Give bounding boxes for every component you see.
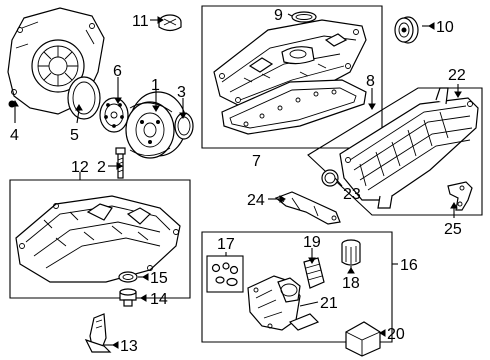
- manifold-bracket: [447, 181, 473, 211]
- callout-5: 5: [70, 127, 79, 144]
- drain-plug: [119, 288, 137, 307]
- callout-14: 14: [150, 291, 168, 308]
- drain-plug-gasket: [118, 271, 138, 283]
- valve-cover: [213, 19, 367, 109]
- callout-20: 20: [387, 326, 405, 343]
- leader-23: [334, 177, 343, 187]
- oil-filter-housing-gasket: [288, 313, 320, 331]
- manifold-support-bracket: [274, 191, 341, 225]
- callout-1: 1: [151, 77, 160, 94]
- leader-5: [76, 109, 80, 124]
- callout-10: 10: [436, 19, 454, 36]
- callout-15: 15: [150, 270, 168, 287]
- leader-arrowheads: [11, 16, 462, 349]
- callout-12: 12: [71, 159, 89, 176]
- leader-21: [299, 301, 319, 307]
- oil-level-sensor: [84, 313, 112, 353]
- intake-manifold-group-box: [307, 87, 483, 216]
- oil-filler-cap: [158, 14, 182, 32]
- callout-11: 11: [132, 13, 149, 30]
- callout-16: 16: [400, 257, 418, 274]
- callout-24: 24: [247, 192, 265, 209]
- oil-pan: [15, 195, 181, 283]
- idler-pulley: [394, 16, 419, 44]
- callout-9: 9: [274, 7, 283, 24]
- throttle-body-seal: [321, 169, 339, 187]
- callout-22: 22: [448, 67, 466, 84]
- timing-gear: [99, 97, 129, 133]
- callout-19: 19: [303, 234, 321, 251]
- callout-25: 25: [444, 221, 462, 238]
- callout-18: 18: [342, 275, 360, 292]
- callout-21: 21: [320, 295, 338, 312]
- callout-labels: 1 2 3 4 5 6 7 8 9 10 11 12 13 14 15 16 1…: [10, 7, 466, 355]
- oil-cooler-cartridge: [345, 321, 381, 357]
- callout-13: 13: [120, 338, 138, 355]
- callout-6: 6: [113, 63, 122, 80]
- valve-cover-gasket: [221, 79, 367, 135]
- front-crankshaft-seal: [67, 76, 101, 120]
- callout-3: 3: [177, 84, 186, 101]
- callout-23: 23: [343, 186, 361, 203]
- oil-pan-group-box: [9, 179, 191, 299]
- gasket-kit-box: [206, 255, 244, 293]
- callout-17: 17: [217, 236, 235, 253]
- callout-8: 8: [366, 73, 375, 90]
- oil-filter-group-box: [201, 231, 393, 343]
- spark-plug-tube-seal: [291, 11, 317, 23]
- crankshaft-pulley: [125, 91, 187, 159]
- oil-filter-element: [303, 257, 325, 289]
- intake-manifold: [339, 87, 479, 209]
- leader-9: [287, 13, 293, 17]
- callout-7: 7: [252, 153, 261, 170]
- gasket-kit-parts: [211, 262, 239, 287]
- callout-2: 2: [97, 159, 106, 176]
- oil-filter-cap: [341, 239, 361, 266]
- callout-4: 4: [10, 127, 19, 144]
